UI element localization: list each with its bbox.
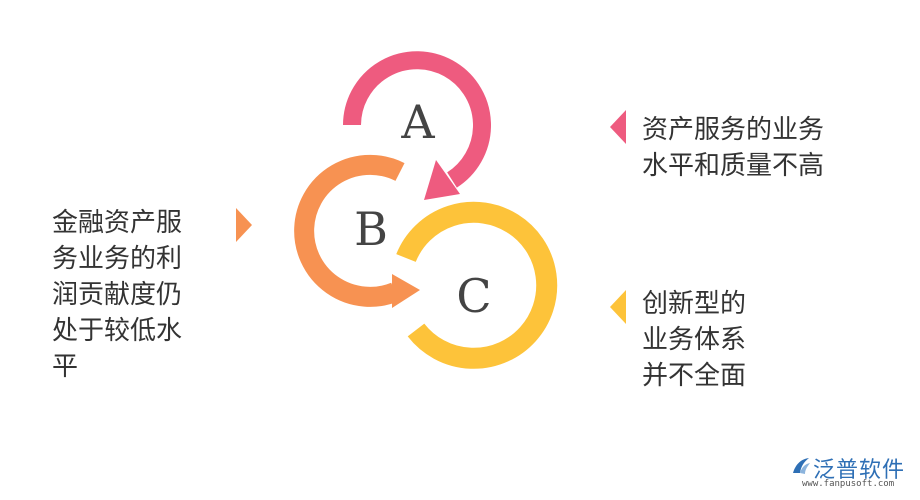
caption-a-bullet bbox=[610, 110, 626, 144]
ring-b-letter: B bbox=[354, 202, 388, 256]
ring-c-arc bbox=[396, 201, 558, 369]
ring-c-letter: C bbox=[456, 269, 491, 323]
ring-a: A bbox=[343, 51, 491, 200]
caption-c: 创新型的 业务体系 并不全面 bbox=[642, 289, 747, 391]
caption-a: 资产服务的业务 水平和质量不高 bbox=[642, 115, 825, 181]
ring-b: B bbox=[294, 154, 420, 308]
ring-c: C bbox=[396, 201, 558, 369]
ring-a-letter: A bbox=[400, 95, 435, 149]
ring-a-arc bbox=[343, 51, 491, 188]
watermark-url: www.fanpusoft.com bbox=[802, 479, 895, 489]
fanpu-logo-icon bbox=[793, 458, 810, 474]
caption-b-bullet bbox=[236, 208, 252, 242]
caption-c-bullet bbox=[610, 290, 626, 324]
caption-b: 金融资产服 务业务的利 润贡献度仍 处于较低水 平 bbox=[52, 208, 183, 382]
watermark-logo: 泛普软件 www.fanpusoft.com bbox=[790, 452, 915, 494]
watermark-name: 泛普软件 bbox=[813, 458, 906, 483]
ring-a-arrowhead bbox=[424, 160, 460, 200]
ring-b-arc bbox=[294, 154, 405, 307]
ring-b-arrowhead bbox=[392, 274, 420, 308]
